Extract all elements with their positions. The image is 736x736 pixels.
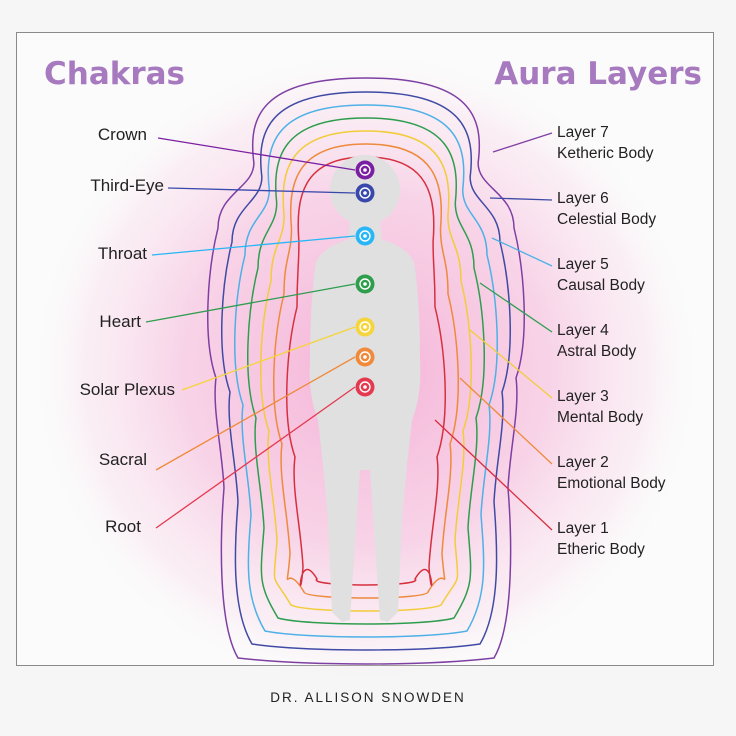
aura-outline-layer-4 bbox=[247, 117, 485, 625]
layer-leader-line-2 bbox=[459, 377, 553, 465]
chakra-leader-line bbox=[155, 356, 356, 471]
chakra-leader-line bbox=[167, 187, 356, 194]
chakra-label-crown: Crown bbox=[97, 125, 147, 144]
layer-leader-line-5 bbox=[491, 237, 553, 267]
layer-leader-line-4 bbox=[479, 282, 553, 333]
layer-leader-line-6 bbox=[489, 197, 553, 201]
chakra-point-solar-plexus bbox=[355, 317, 375, 337]
chakra-label-root: Root bbox=[105, 517, 141, 536]
aura-outline-layer-7 bbox=[207, 77, 525, 665]
author-credit: DR. ALLISON SNOWDEN bbox=[270, 690, 466, 705]
aura-outline-layer-2 bbox=[273, 143, 459, 599]
chakra-point-heart bbox=[355, 274, 375, 294]
layer-leader-line-7 bbox=[492, 132, 553, 153]
aura-outline-layer-5 bbox=[234, 104, 498, 638]
chakra-leader-line bbox=[145, 283, 356, 323]
chakra-leader-line bbox=[181, 326, 356, 391]
chakra-points bbox=[355, 160, 375, 397]
chakra-leader-line bbox=[155, 386, 356, 529]
leader-lines bbox=[145, 132, 553, 531]
chakra-label-heart: Heart bbox=[99, 312, 141, 331]
layer-leader-line-3 bbox=[469, 329, 553, 399]
aura-layers-heading: Aura Layers bbox=[494, 56, 702, 92]
chakra-label-solar-plexus: Solar Plexus bbox=[79, 380, 175, 399]
chakra-label-third-eye: Third-Eye bbox=[90, 176, 164, 195]
chakra-label-sacral: Sacral bbox=[98, 450, 147, 469]
chakra-label-throat: Throat bbox=[97, 244, 147, 263]
chakra-point-root bbox=[355, 377, 375, 397]
chakra-point-sacral bbox=[355, 347, 375, 367]
aura-outline-layer-1 bbox=[286, 156, 446, 586]
aura-outlines bbox=[207, 77, 525, 665]
chakra-point-throat bbox=[355, 226, 375, 246]
layer-leader-line-1 bbox=[434, 419, 553, 531]
chakra-leader-line bbox=[151, 235, 356, 256]
chakras-heading: Chakras bbox=[44, 56, 186, 92]
chakra-point-crown bbox=[355, 160, 375, 180]
chakra-leader-line bbox=[157, 137, 356, 171]
chakra-point-third-eye bbox=[355, 183, 375, 203]
aura-outline-layer-3 bbox=[260, 130, 472, 612]
aura-outline-layer-6 bbox=[221, 91, 511, 651]
